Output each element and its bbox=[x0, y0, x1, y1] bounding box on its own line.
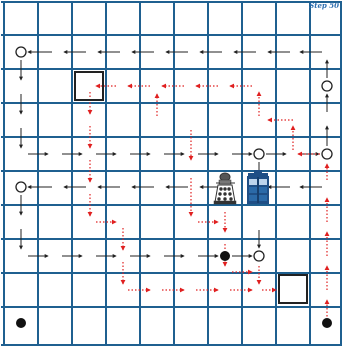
target-square-icon bbox=[279, 275, 307, 303]
node-solid bbox=[16, 318, 26, 328]
node-empty bbox=[254, 251, 264, 261]
node-empty bbox=[254, 149, 264, 159]
node-solid bbox=[220, 251, 230, 261]
dalek-icon bbox=[214, 173, 236, 204]
node-empty bbox=[322, 149, 332, 159]
tardis-icon bbox=[247, 170, 269, 204]
node-solid bbox=[322, 318, 332, 328]
step-counter: Step 50 bbox=[309, 1, 339, 10]
node-empty bbox=[16, 47, 26, 57]
node-empty bbox=[16, 182, 26, 192]
target-square-icon bbox=[75, 72, 103, 100]
node-empty bbox=[322, 81, 332, 91]
